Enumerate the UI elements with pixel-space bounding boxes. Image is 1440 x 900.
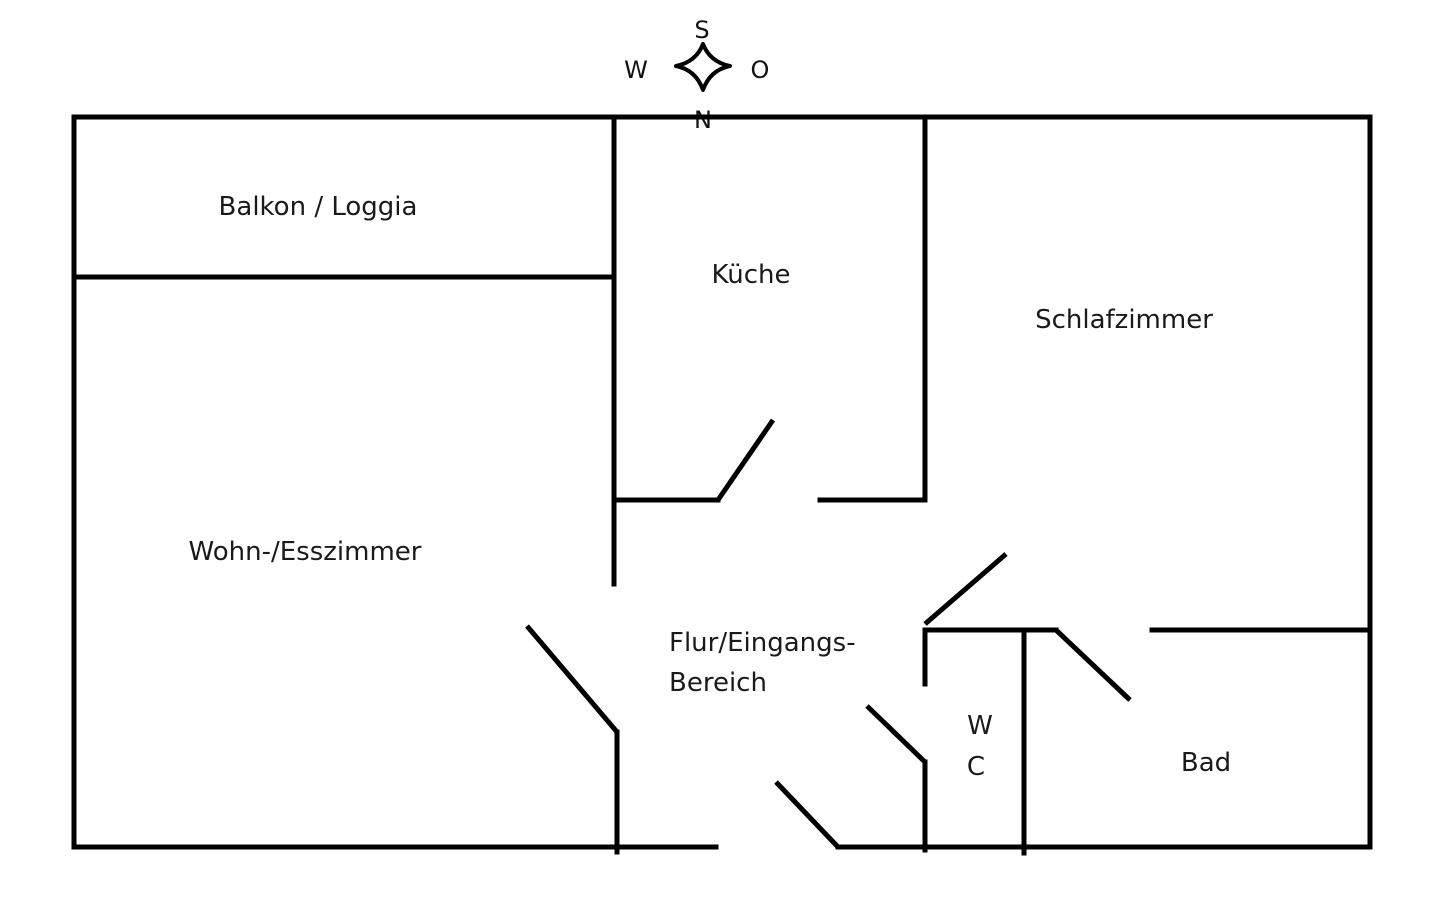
room-label-wohnzimmer: Wohn-/Esszimmer <box>189 537 422 567</box>
door-wohnzimmer <box>525 624 619 734</box>
interior-walls <box>71 114 1373 856</box>
room-label-kueche: Küche <box>711 260 790 290</box>
room-label-wc-line2: C <box>967 752 985 782</box>
room-labels: Balkon / Loggia Küche Schlafzimmer Wohn-… <box>189 192 1232 782</box>
compass: S W O N <box>624 16 769 134</box>
outer-walls <box>71 114 1373 850</box>
doors <box>525 418 1132 849</box>
room-label-flur-line2: Bereich <box>669 668 767 698</box>
compass-star-icon <box>674 42 732 92</box>
door-wc <box>865 704 927 764</box>
door-bad <box>1054 628 1132 702</box>
door-kueche <box>715 418 776 502</box>
room-label-wc-line1: W <box>967 711 993 741</box>
room-label-schlafzimmer: Schlafzimmer <box>1035 305 1213 335</box>
door-schlafzimmer <box>923 552 1008 626</box>
compass-east-label: O <box>751 56 770 84</box>
compass-west-label: W <box>624 56 648 84</box>
room-label-flur-line1: Flur/Eingangs- <box>669 628 856 658</box>
door-entrance <box>774 780 840 849</box>
room-label-balkon: Balkon / Loggia <box>219 192 418 222</box>
compass-north-label: N <box>694 106 712 134</box>
compass-south-label: S <box>694 16 709 44</box>
room-label-bad: Bad <box>1181 748 1231 778</box>
